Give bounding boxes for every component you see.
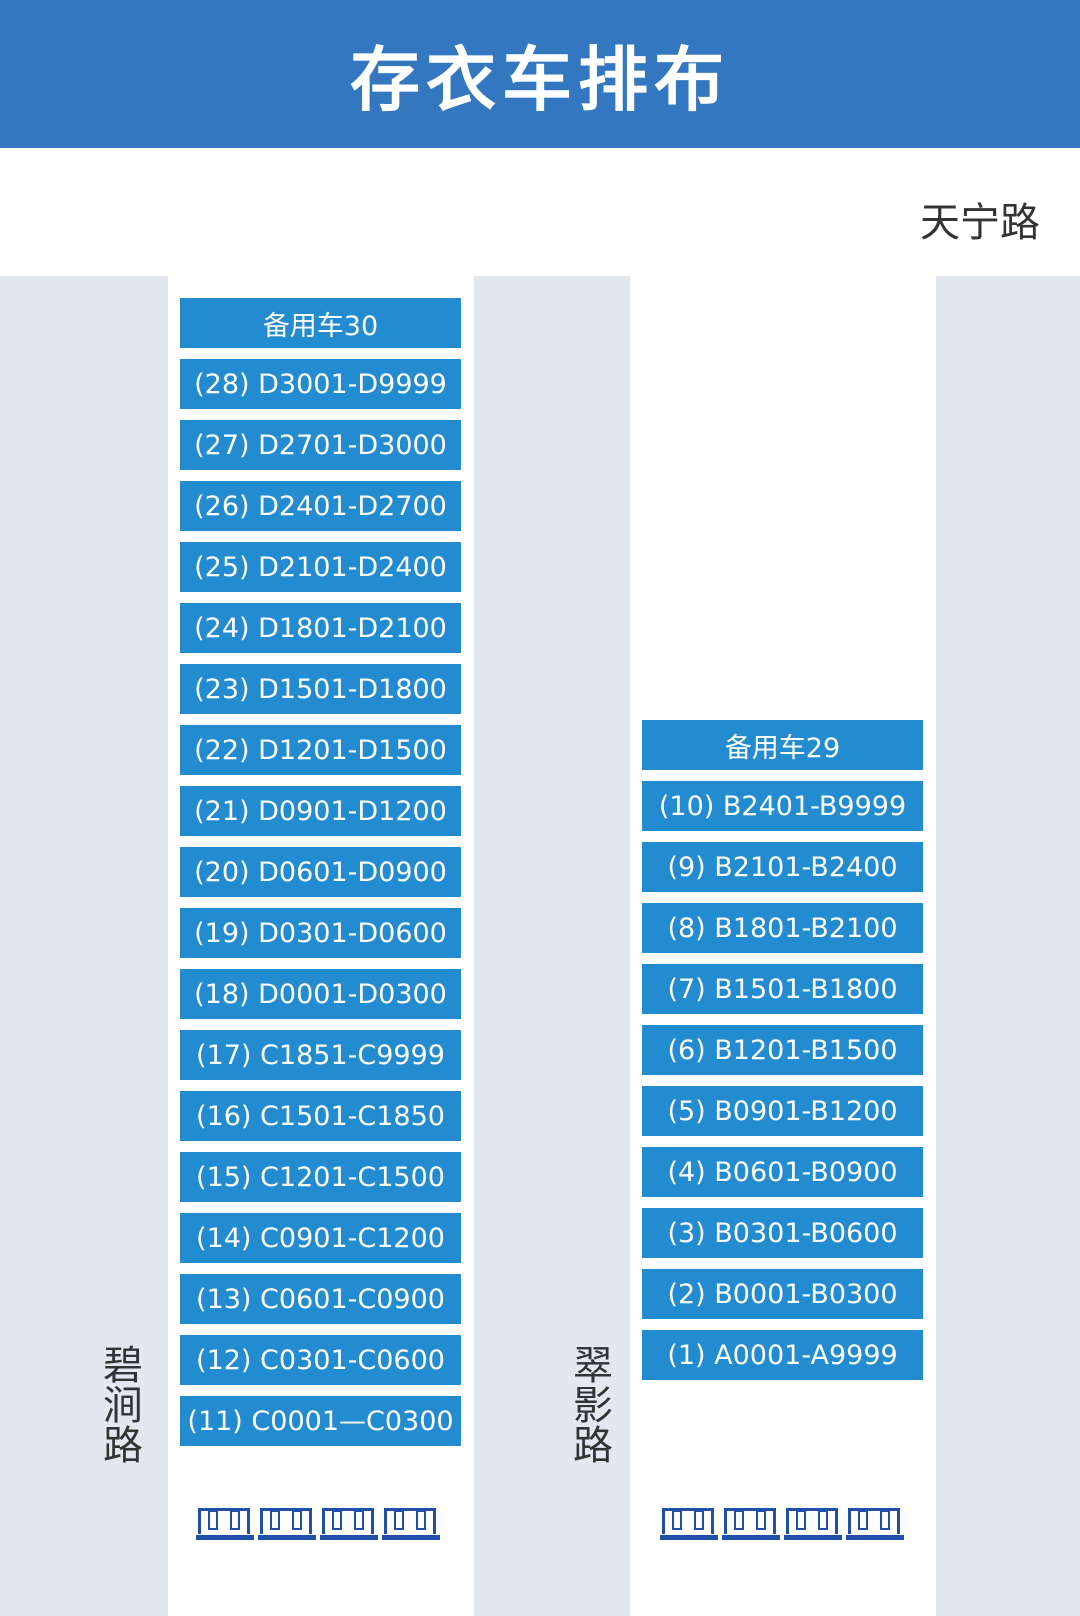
spare-car-block: 备用车29	[642, 720, 923, 770]
car-block: (5) B0901-B1200	[642, 1086, 923, 1136]
road-label-cuiying: 翠影路	[573, 1343, 613, 1469]
car-block: (20) D0601-D0900	[180, 847, 461, 897]
gate-icon	[722, 1504, 780, 1540]
car-block: (3) B0301-B0600	[642, 1208, 923, 1258]
spare-car-block: 备用车30	[180, 298, 461, 348]
car-block: (8) B1801-B2100	[642, 903, 923, 953]
page-title: 存衣车排布	[350, 38, 730, 121]
car-block: (18) D0001-D0300	[180, 969, 461, 1019]
car-block: (16) C1501-C1850	[180, 1091, 461, 1141]
car-block: (10) B2401-B9999	[642, 781, 923, 831]
car-block: (2) B0001-B0300	[642, 1269, 923, 1319]
car-block: (9) B2101-B2400	[642, 842, 923, 892]
car-block: (24) D1801-D2100	[180, 603, 461, 653]
road-biji	[0, 276, 168, 1616]
road-right	[936, 276, 1080, 1616]
gate-icon	[320, 1504, 378, 1540]
header-banner: 存衣车排布	[0, 0, 1080, 148]
car-block: (26) D2401-D2700	[180, 481, 461, 531]
car-block: (23) D1501-D1800	[180, 664, 461, 714]
road-cuiying	[474, 276, 630, 1616]
car-block: (21) D0901-D1200	[180, 786, 461, 836]
car-block: (14) C0901-C1200	[180, 1213, 461, 1263]
car-block: (28) D3001-D9999	[180, 359, 461, 409]
car-block: (17) C1851-C9999	[180, 1030, 461, 1080]
car-block: (25) D2101-D2400	[180, 542, 461, 592]
road-label-tianning: 天宁路	[920, 200, 1040, 246]
car-block: (1) A0001-A9999	[642, 1330, 923, 1380]
right-car-column: 备用车29 (10) B2401-B9999 (9) B2101-B2400 (8) …	[642, 720, 923, 1391]
gate-icon-right	[660, 1504, 908, 1540]
left-car-column: 备用车30 (28) D3001-D9999 (27) D2701-D3000 (26…	[180, 298, 461, 1457]
car-block: (13) C0601-C0900	[180, 1274, 461, 1324]
car-block: (7) B1501-B1800	[642, 964, 923, 1014]
car-block: (19) D0301-D0600	[180, 908, 461, 958]
road-label-biji: 碧涧路	[103, 1343, 143, 1469]
gate-icon	[196, 1504, 254, 1540]
car-block: (27) D2701-D3000	[180, 420, 461, 470]
gate-icon	[784, 1504, 842, 1540]
car-block: (6) B1201-B1500	[642, 1025, 923, 1075]
car-block: (4) B0601-B0900	[642, 1147, 923, 1197]
gate-icon-left	[196, 1504, 444, 1540]
car-block: (22) D1201-D1500	[180, 725, 461, 775]
car-block: (15) C1201-C1500	[180, 1152, 461, 1202]
gate-icon	[382, 1504, 440, 1540]
car-block: (12) C0301-C0600	[180, 1335, 461, 1385]
gate-icon	[846, 1504, 904, 1540]
gate-icon	[258, 1504, 316, 1540]
gate-icon	[660, 1504, 718, 1540]
car-block: (11) C0001—C0300	[180, 1396, 461, 1446]
